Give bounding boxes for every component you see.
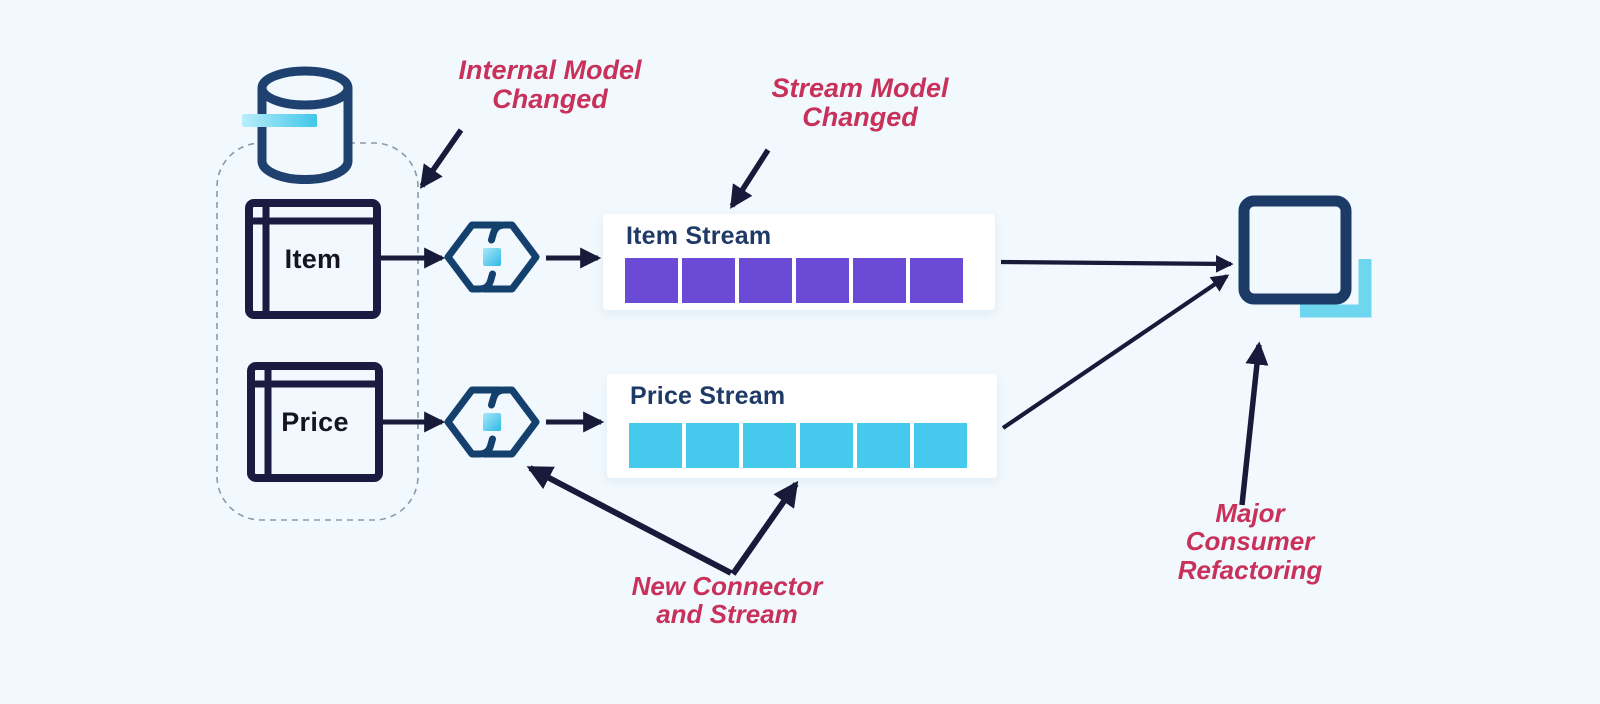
annotation-internal-model-changed: Internal Model Changed <box>458 55 642 115</box>
stream-segment <box>914 423 967 468</box>
arrow-item-stream-to-consumer <box>1000 255 1234 273</box>
stream-segment <box>686 423 739 468</box>
stream-segment <box>625 258 678 303</box>
item-stream-segments <box>625 258 963 303</box>
stream-segment <box>682 258 735 303</box>
item-stream-box: Item Stream <box>603 214 995 310</box>
price-connector-icon <box>448 390 536 454</box>
item-stream-title: Item Stream <box>626 222 772 250</box>
consumer-shadow-corner <box>1300 259 1372 318</box>
annotation-major-consumer-refactoring: Major Consumer Refactoring <box>1177 498 1323 585</box>
price-stream-segments <box>629 423 967 468</box>
arrow-major-consumer-annotation <box>1239 341 1269 506</box>
price-stream-box: Price Stream <box>607 374 997 478</box>
stream-segment <box>629 423 682 468</box>
annotation-new-connector-and-stream: New Connector and Stream <box>631 571 823 630</box>
consumer-app-icon <box>1238 195 1372 318</box>
database-cylinder-icon <box>242 66 353 184</box>
database-highlight-bar <box>242 114 317 127</box>
price-stream-title: Price Stream <box>630 382 786 410</box>
stream-segment <box>853 258 906 303</box>
arrow-price-stream-to-consumer <box>1001 274 1230 430</box>
price-table-label: Price <box>281 406 349 437</box>
stream-segment <box>743 423 796 468</box>
stream-segment <box>910 258 963 303</box>
stream-segment <box>800 423 853 468</box>
item-connector-icon <box>448 225 536 289</box>
item-table-label: Item <box>284 243 342 274</box>
arrow-internal-model-annotation <box>419 128 464 189</box>
annotation-stream-model-changed: Stream Model Changed <box>771 73 949 133</box>
stream-segment <box>796 258 849 303</box>
arrow-new-connector-annotation-left <box>526 465 733 576</box>
stream-segment <box>739 258 792 303</box>
arrow-new-connector-annotation-right <box>730 480 799 576</box>
stream-segment <box>857 423 910 468</box>
arrow-stream-model-annotation <box>729 148 771 209</box>
